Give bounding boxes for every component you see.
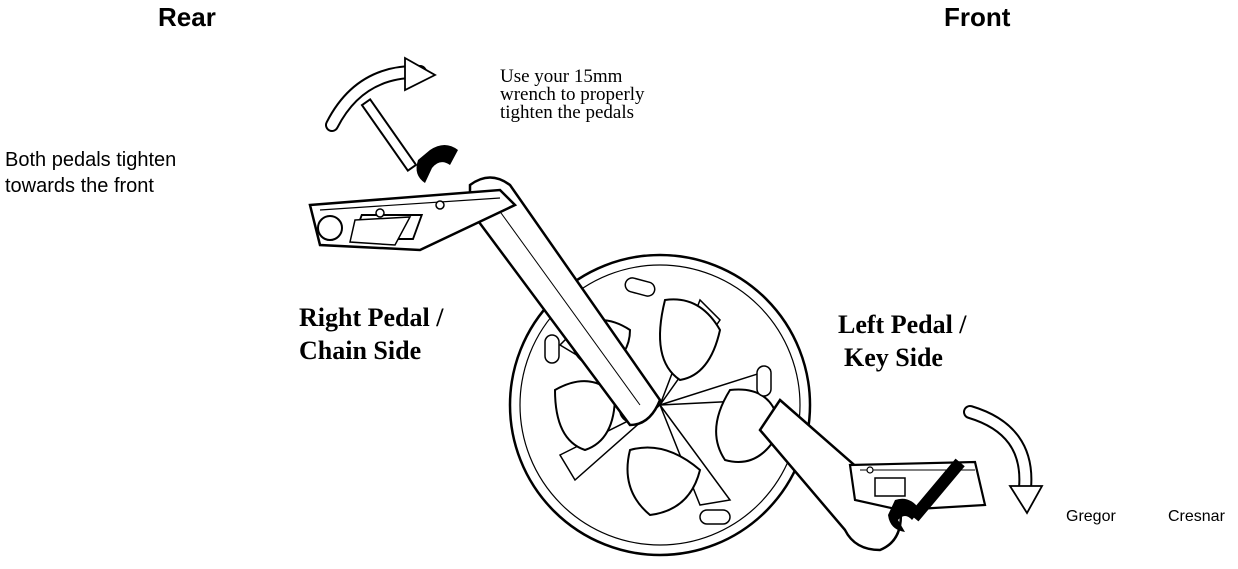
right-crank-arm xyxy=(468,176,662,427)
wrench-right xyxy=(360,97,458,183)
right-pedal-label-line-1: Right Pedal / xyxy=(299,303,444,332)
wrench-note: Use your 15mm wrench to properly tighten… xyxy=(500,66,645,123)
side-note: Both pedals tighten towards the front xyxy=(5,147,176,199)
credit-last-name: Cresnar xyxy=(1168,508,1225,525)
wrench-left xyxy=(888,458,965,532)
wrench-note-line-3: tighten the pedals xyxy=(500,102,635,123)
credit-first-name: Gregor xyxy=(1066,508,1116,525)
left-crank-arm xyxy=(758,398,903,552)
left-pedal-label: Left Pedal / Key Side xyxy=(838,308,967,374)
right-pedal-label: Right Pedal / Chain Side xyxy=(299,301,443,367)
rotation-arrow-bottom xyxy=(963,405,1044,515)
rear-label: Rear xyxy=(158,2,216,32)
left-pedal-label-line-2: Key Side xyxy=(844,343,943,372)
side-note-line-1: Both pedals tighten xyxy=(5,149,177,171)
wrench-note-line-1: Use your 15mm xyxy=(500,66,623,87)
wrench-note-line-2: wrench to properly xyxy=(500,84,645,105)
side-note-line-2: towards the front xyxy=(5,175,154,197)
left-pedal-label-line-1: Left Pedal / xyxy=(838,310,967,339)
front-label: Front xyxy=(944,2,1011,32)
rotation-arrow-top xyxy=(325,56,437,132)
right-pedal xyxy=(308,188,518,252)
right-pedal-label-line-2: Chain Side xyxy=(299,336,422,365)
left-pedal xyxy=(848,460,987,512)
